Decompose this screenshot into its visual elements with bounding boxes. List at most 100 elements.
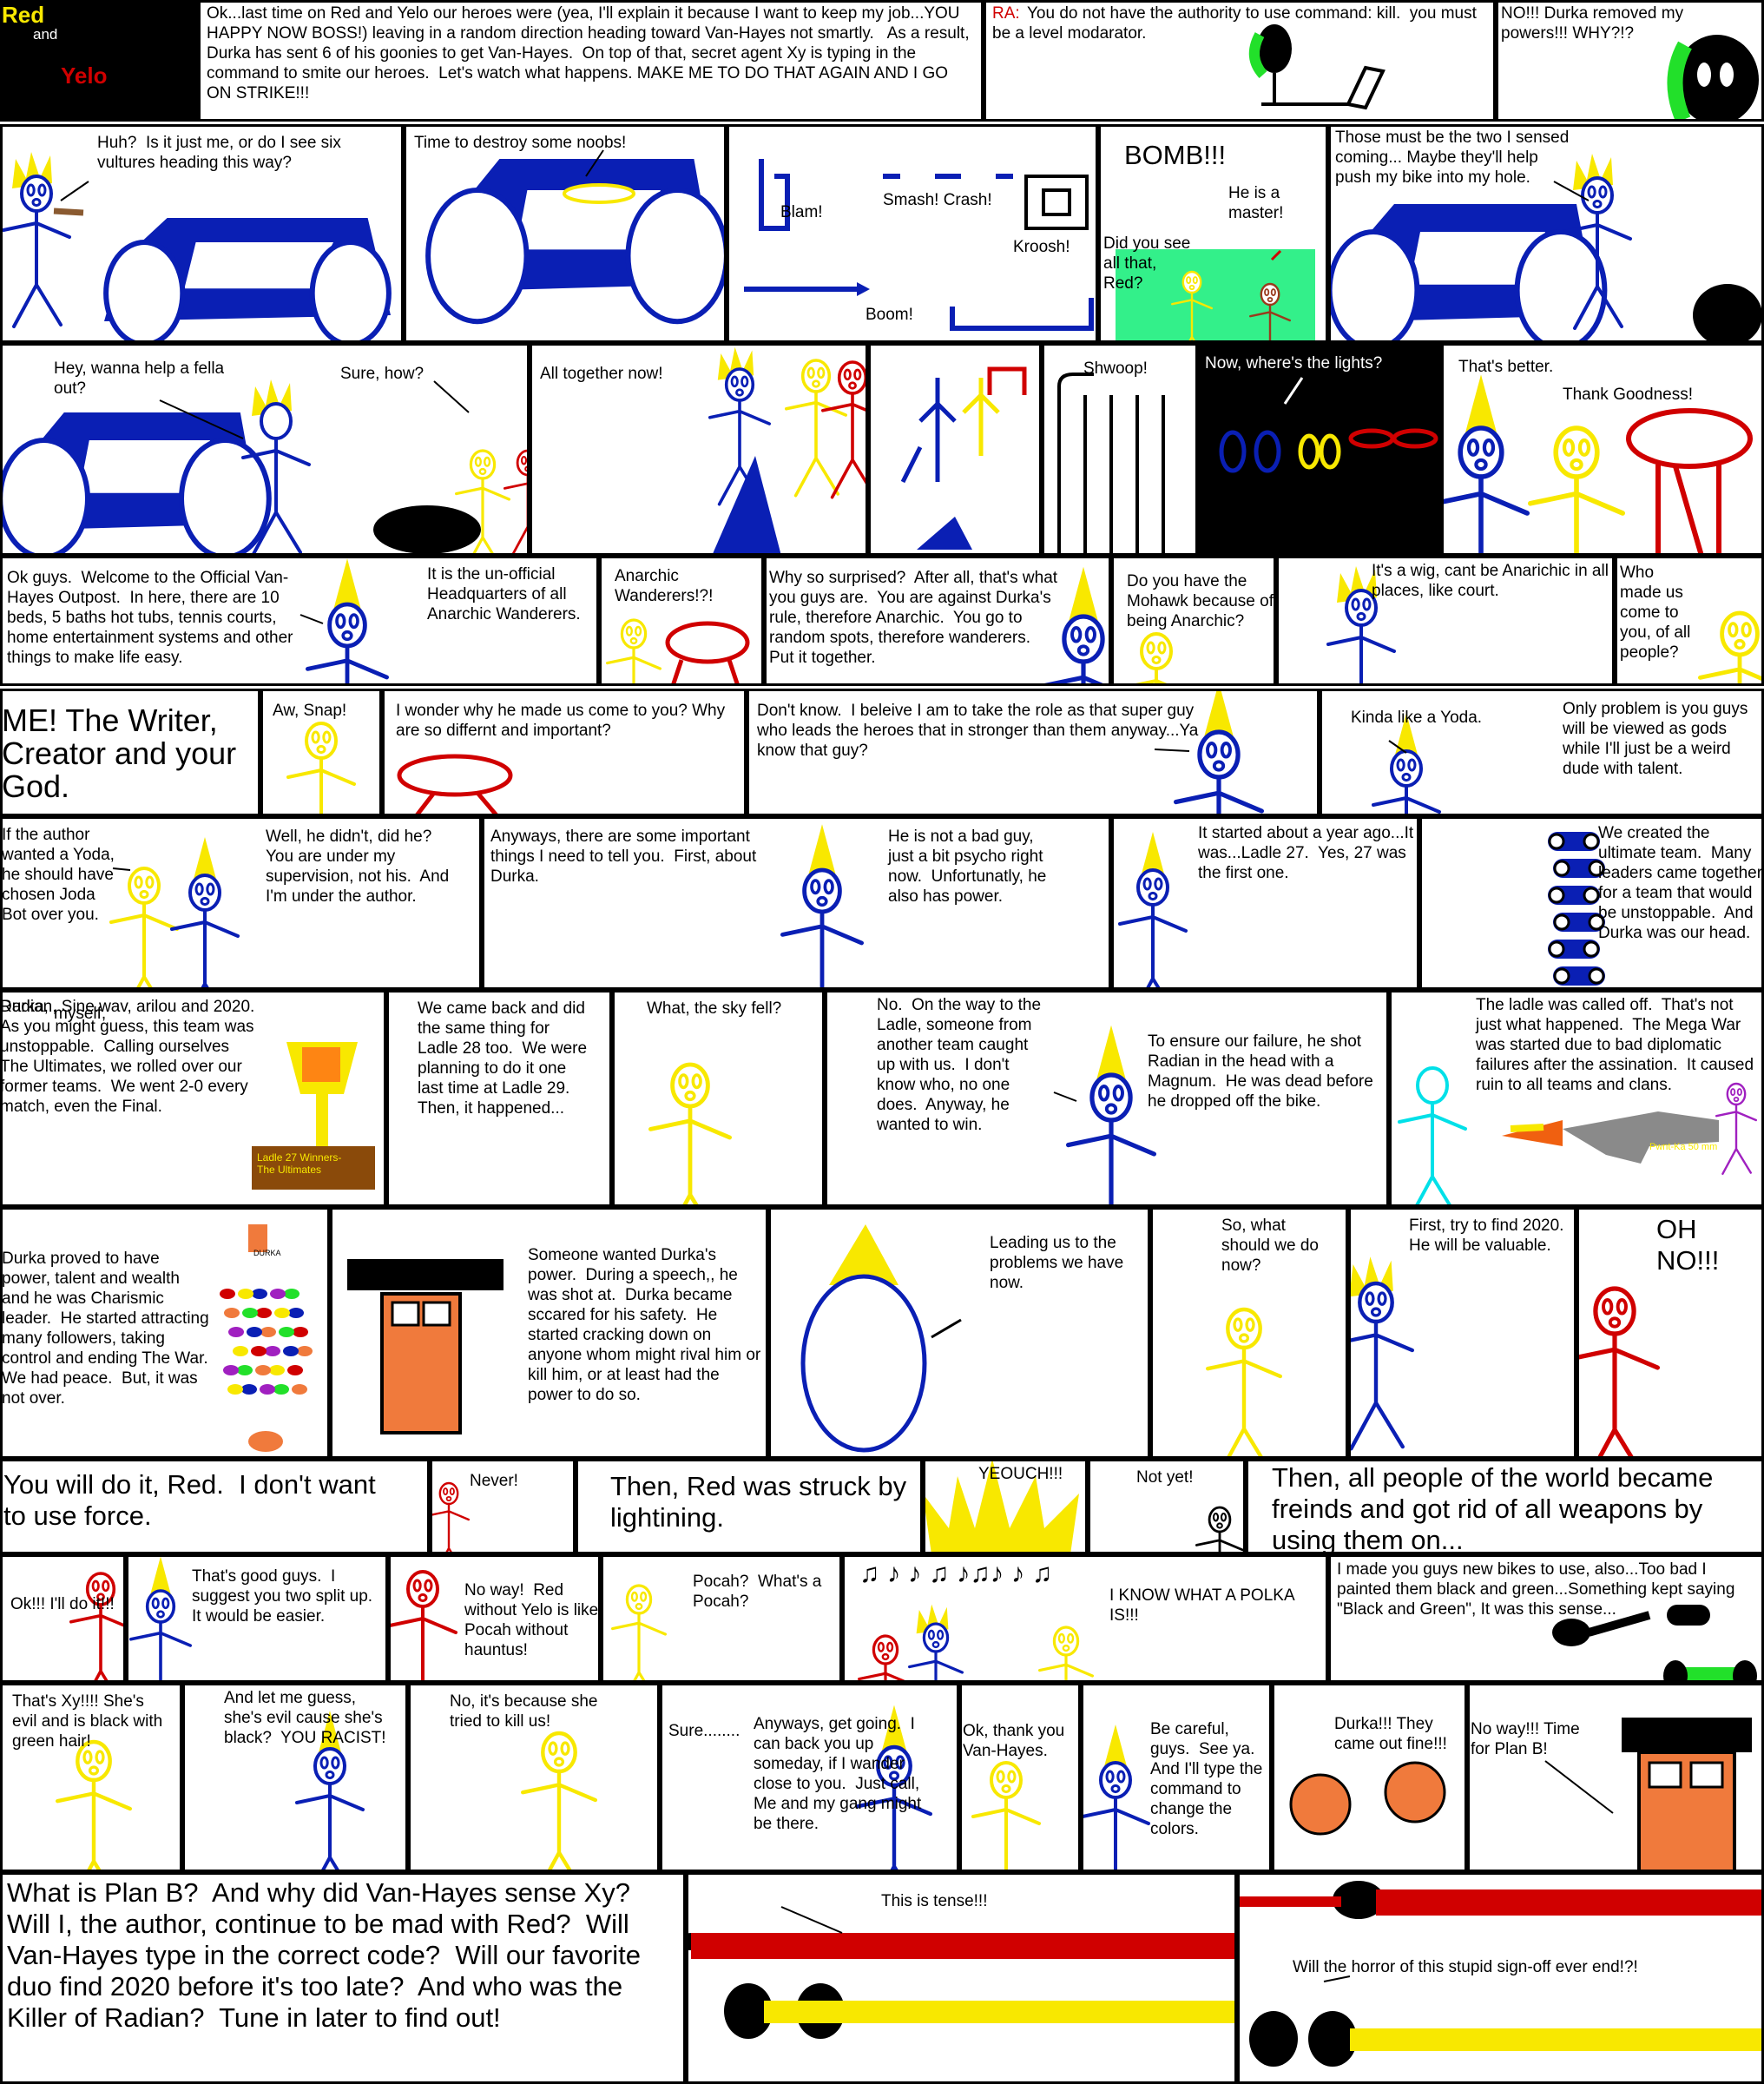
panel-vultures	[0, 124, 404, 343]
caption-leading-0: Leading us to the problems we have now.	[990, 1234, 1129, 1292]
panel-questions	[0, 1872, 686, 2084]
caption-surprised-0: Why so surprised? After all, that's what…	[769, 569, 1063, 667]
caption-who-made-0: Who made us come to you, of all people?	[1620, 564, 1695, 662]
caption-welcome-1: It is the un-official Headquarters of al…	[427, 565, 581, 623]
caption-sky-fell-0: What, the sky fell?	[647, 999, 782, 1018]
caption-ultimates-0: Durka,	[0, 998, 49, 1016]
panel-bomb	[1098, 124, 1328, 343]
caption-mega-war-1: Pwnt-Ka 50 mm	[1649, 1142, 1718, 1152]
panel-not-yet	[1088, 1459, 1246, 1554]
caption-better-1: Thank Goodness!	[1563, 386, 1693, 404]
panel-sign-off	[1237, 1872, 1764, 2084]
panel-ultimates	[0, 990, 386, 1207]
caption-sign-off-0: Will the horror of this stupid sign-off …	[1293, 1958, 1638, 1976]
caption-dont-know-0: Don't know. I beleive I am to take the r…	[757, 702, 1203, 760]
caption-help-fella-0: Hey, wanna help a fella out?	[54, 359, 229, 398]
caption-fight-1: Smash! Crash!	[883, 191, 992, 209]
caption-ultimates-3: Ladle 27 Winners- The Ultimates	[257, 1151, 345, 1176]
caption-never-0: Never!	[470, 1472, 518, 1490]
caption-bomb-2: Did you see all that, Red?	[1103, 234, 1195, 293]
caption-ultimates-1: myself,	[54, 1005, 107, 1023]
panel-mega-war	[1389, 990, 1764, 1207]
panel-what-now	[1150, 1207, 1348, 1459]
panel-tense	[686, 1872, 1237, 2084]
caption-together-0: All together now!	[540, 365, 663, 383]
panel-who-made	[1615, 556, 1764, 686]
panel-fine	[1272, 1683, 1467, 1872]
panel-joda	[0, 816, 482, 990]
caption-help-fella-1: Sure, how?	[340, 365, 425, 383]
caption-ill-do-it-0: Ok!!! I'll do it!!!	[10, 1595, 115, 1613]
caption-tried-kill-0: No, it's because she tried to kill us!	[450, 1692, 602, 1731]
caption-xy-evil-0: That's Xy!!!! She's evil and is black wi…	[12, 1692, 168, 1751]
panel-durka-powers	[1496, 0, 1764, 122]
panel-never	[430, 1459, 576, 1554]
panel-intro	[198, 0, 984, 122]
comic-title: Red and Yelo	[0, 0, 198, 122]
caption-fight-2: Kroosh!	[1013, 238, 1070, 256]
panel-ultimate	[1419, 816, 1764, 990]
panel-better	[1441, 343, 1764, 556]
caption-questions-0: What is Plan B? And why did Van-Hayes se…	[7, 1877, 648, 2033]
caption-plan-b-0: No way!!! Time for Plan B!	[1471, 1720, 1584, 1758]
panel-ra-kill	[984, 0, 1496, 122]
caption-joda-1: Well, he didn't, did he? You are under m…	[266, 828, 454, 906]
caption-fight-0: Blam!	[780, 203, 823, 221]
caption-ultimate-0: We created the ultimate team. Many leade…	[1598, 824, 1763, 942]
caption-joda-0: If the author wanted a Yoda, he should h…	[2, 826, 120, 924]
panel-no-way	[388, 1554, 601, 1683]
title-red: Red	[2, 2, 45, 28]
panel-writer	[0, 689, 260, 816]
panel-magnum	[825, 990, 1389, 1207]
caption-wig-0: It's a wig, cant be Anarichic in all pla…	[1372, 562, 1614, 600]
panel-yoda	[1320, 689, 1764, 816]
caption-lightning-0: Then, Red was struck by lightining.	[610, 1471, 914, 1533]
title-yelo: Yelo	[61, 63, 108, 89]
caption-aw-snap-0: Aw, Snap!	[273, 702, 347, 720]
caption-careful-0: Be careful, guys. See ya. And I'll type …	[1150, 1720, 1267, 1838]
caption-find-2020-0: First, try to find 2020. He will be valu…	[1409, 1217, 1574, 1255]
panel-wonder	[382, 689, 747, 816]
panel-year-ago	[1111, 816, 1419, 990]
caption-year-ago-0: It started about a year ago...It was...L…	[1198, 824, 1418, 882]
panel-split	[126, 1554, 388, 1683]
panel-dont-know	[747, 689, 1320, 816]
caption-durka-power-1: DURKA	[253, 1249, 281, 1257]
caption-yoda-0: Kinda like a Yoda.	[1351, 709, 1483, 727]
panel-lights	[1198, 343, 1441, 556]
caption-important-0: Anyways, there are some important things…	[490, 828, 761, 886]
caption-welcome-0: Ok guys. Welcome to the Official Van-Hay…	[7, 569, 298, 667]
panel-lightning	[576, 1459, 923, 1554]
caption-mega-war-0: The ladle was called off. That's not jus…	[1476, 996, 1759, 1094]
caption-shwoop-0: Shwoop!	[1083, 359, 1148, 378]
caption-better-0: That's better.	[1458, 358, 1554, 376]
panel-drop	[868, 343, 1042, 556]
caption-force-0: You will do it, Red. I don't want to use…	[3, 1469, 384, 1531]
caption-sensed-0: Those must be the two I sensed coming...…	[1335, 129, 1574, 187]
panel-sky-fell	[612, 990, 825, 1207]
panel-destroy-noobs	[404, 124, 727, 343]
panel-ladle-28	[386, 990, 612, 1207]
caption-not-yet-0: Not yet!	[1136, 1468, 1194, 1487]
panel-yeouch	[923, 1459, 1088, 1554]
panel-thanks	[959, 1683, 1081, 1872]
panel-together	[530, 343, 868, 556]
caption-fine-0: Durka!!! They came out fine!!!	[1334, 1715, 1447, 1753]
panel-force	[0, 1459, 430, 1554]
caption-ra-kill-1: You do not have the authority to use com…	[992, 4, 1482, 43]
caption-anarchic-0: Anarchic Wanderers!?!	[615, 567, 714, 605]
caption-thanks-0: Ok, thank you Van-Hayes.	[963, 1722, 1070, 1760]
panel-surprised	[764, 556, 1111, 686]
caption-pocah-0: Pocah? What's a Pocah?	[693, 1573, 826, 1611]
caption-speech-0: Someone wanted Durka's power. During a s…	[528, 1246, 766, 1404]
caption-get-going-1: Anyways, get going. I can back you up so…	[754, 1715, 926, 1833]
caption-friends-0: Then, all people of the world became fre…	[1272, 1462, 1721, 1555]
panel-tried-kill	[408, 1683, 660, 1872]
panel-new-bikes	[1328, 1554, 1764, 1683]
panel-aw-snap	[260, 689, 382, 816]
caption-bomb-0: BOMB!!!	[1124, 140, 1227, 170]
caption-tense-0: This is tense!!!	[881, 1892, 988, 1910]
panel-speech	[330, 1207, 768, 1459]
panel-careful	[1081, 1683, 1272, 1872]
